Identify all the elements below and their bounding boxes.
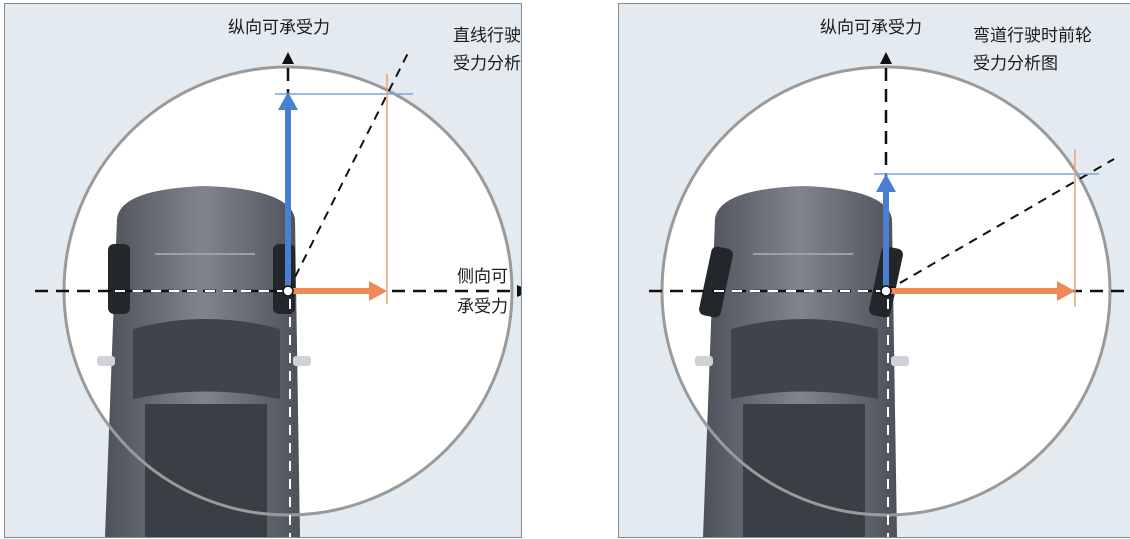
diagram-title-line1: 直线行驶时前轮	[453, 26, 521, 46]
straight-diagram-svg	[35, 48, 521, 537]
cornering-diagram-svg	[649, 52, 1130, 537]
vertical-axis-arrowhead	[282, 52, 294, 64]
tire-contact-point	[282, 285, 294, 297]
diagram-title-line2: 受力分析图	[453, 54, 521, 74]
vertical-axis-label: 纵向可承受力	[820, 18, 922, 38]
lateral-axis-label-line2: 承受力	[457, 297, 508, 317]
vertical-axis-label: 纵向可承受力	[228, 18, 330, 38]
vertical-axis-arrowhead	[880, 52, 892, 64]
lateral-axis-arrowhead	[517, 285, 521, 297]
straight-driving-diagram: 纵向可承受力 直线行驶时前轮 受力分析图 侧向可 承受力	[4, 3, 522, 538]
resultant-force-line	[287, 48, 411, 292]
car-top-view	[695, 186, 909, 537]
car-top-view	[97, 186, 311, 537]
tire-contact-point	[880, 285, 892, 297]
lateral-axis-label-line1: 侧向可	[457, 267, 508, 287]
cornering-diagram: 纵向可承受力 弯道行驶时前轮 受力分析图	[618, 3, 1130, 538]
diagram-title-line2: 受力分析图	[973, 54, 1058, 74]
resultant-force-line	[885, 158, 1115, 292]
diagram-title-line1: 弯道行驶时前轮	[973, 26, 1092, 46]
